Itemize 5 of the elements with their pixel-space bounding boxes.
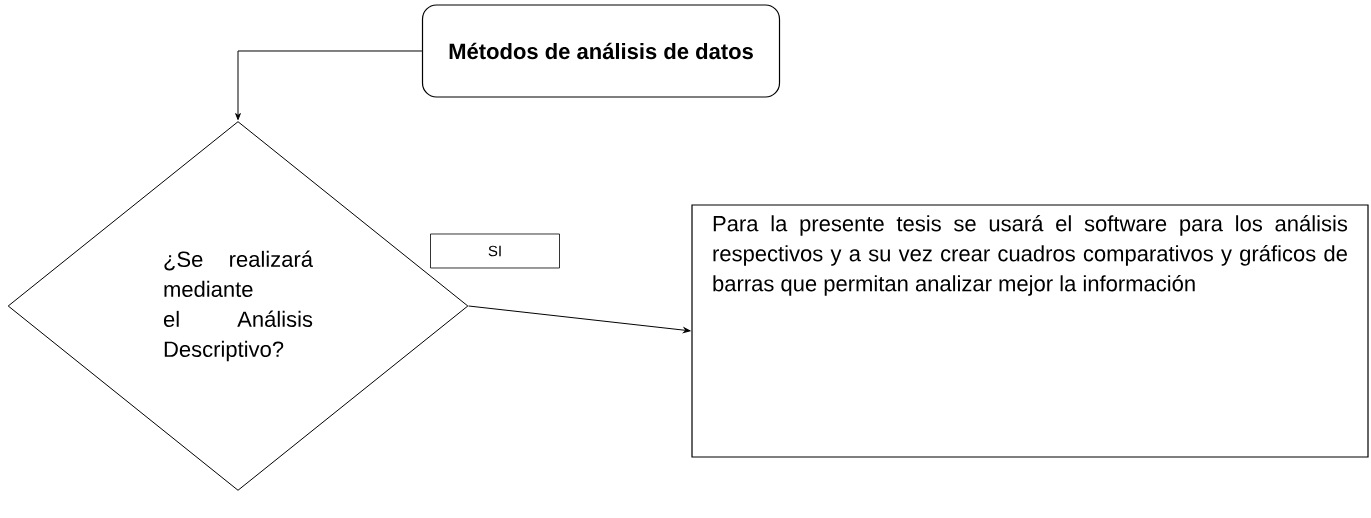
- arrow: [235, 50, 423, 121]
- text-box: Para la presente tesis se usará el software para los análisis respectivos y a su vez crear cuadros comparativos y gráficos de barras que permitan analizar mejor la información: [691, 204, 1369, 458]
- title-box: Métodos de análisis de datos: [421, 4, 781, 98]
- edge-label: SI: [430, 233, 560, 269]
- arrow: [468, 305, 691, 333]
